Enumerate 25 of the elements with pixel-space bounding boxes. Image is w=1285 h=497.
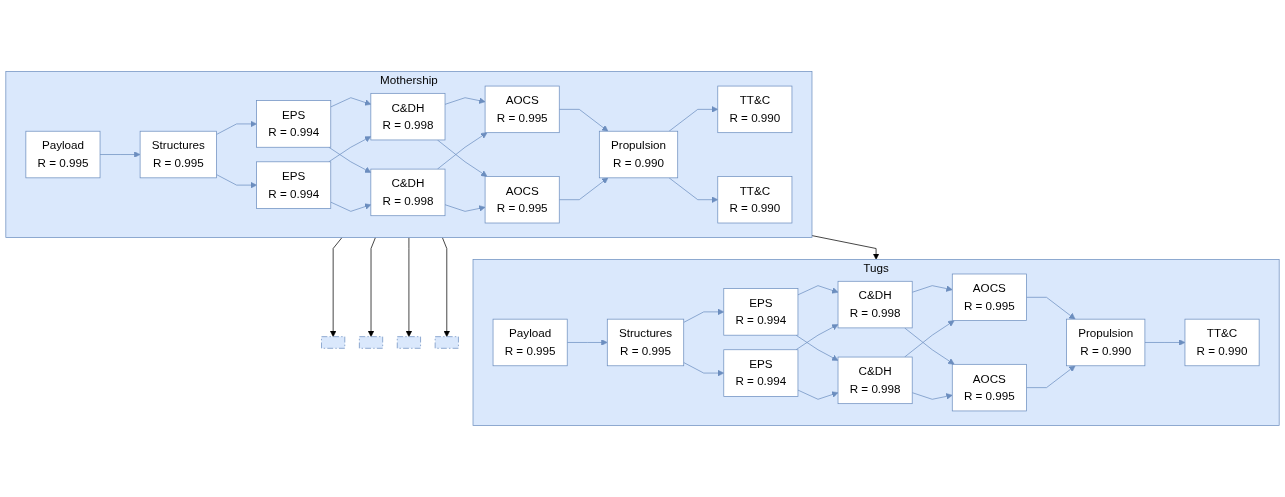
node-box: EPS R = 0.994 <box>723 288 799 336</box>
node-box: TT&C R = 0.990 <box>1184 318 1260 367</box>
node-box <box>321 336 346 349</box>
node-box: AOCS R = 0.995 <box>951 363 1027 412</box>
node-box: AOCS R = 0.995 <box>951 273 1027 321</box>
node-box: C&DH R = 0.998 <box>370 92 446 141</box>
node-box: Structures R = 0.995 <box>606 318 685 367</box>
node-box <box>434 336 459 349</box>
node-box: Propulsion R = 0.990 <box>1066 318 1146 367</box>
node-box: TT&C R = 0.990 <box>717 85 793 134</box>
node-box: EPS R = 0.994 <box>256 161 332 209</box>
node-box <box>396 336 421 349</box>
node-box: EPS R = 0.994 <box>256 100 332 148</box>
node-box: C&DH R = 0.998 <box>837 280 913 329</box>
node-box: EPS R = 0.994 <box>723 349 799 397</box>
node-box: AOCS R = 0.995 <box>484 85 560 134</box>
node-box: Payload R = 0.995 <box>25 130 101 179</box>
node-box: C&DH R = 0.998 <box>370 168 446 217</box>
node-box <box>359 336 384 349</box>
node-box: C&DH R = 0.998 <box>837 356 913 405</box>
node-box: Propulsion R = 0.990 <box>598 130 679 179</box>
node-box: TT&C R = 0.990 <box>717 176 793 224</box>
node-box: Structures R = 0.995 <box>139 130 217 179</box>
node-box: Payload R = 0.995 <box>492 318 568 367</box>
node-box: AOCS R = 0.995 <box>484 176 560 224</box>
